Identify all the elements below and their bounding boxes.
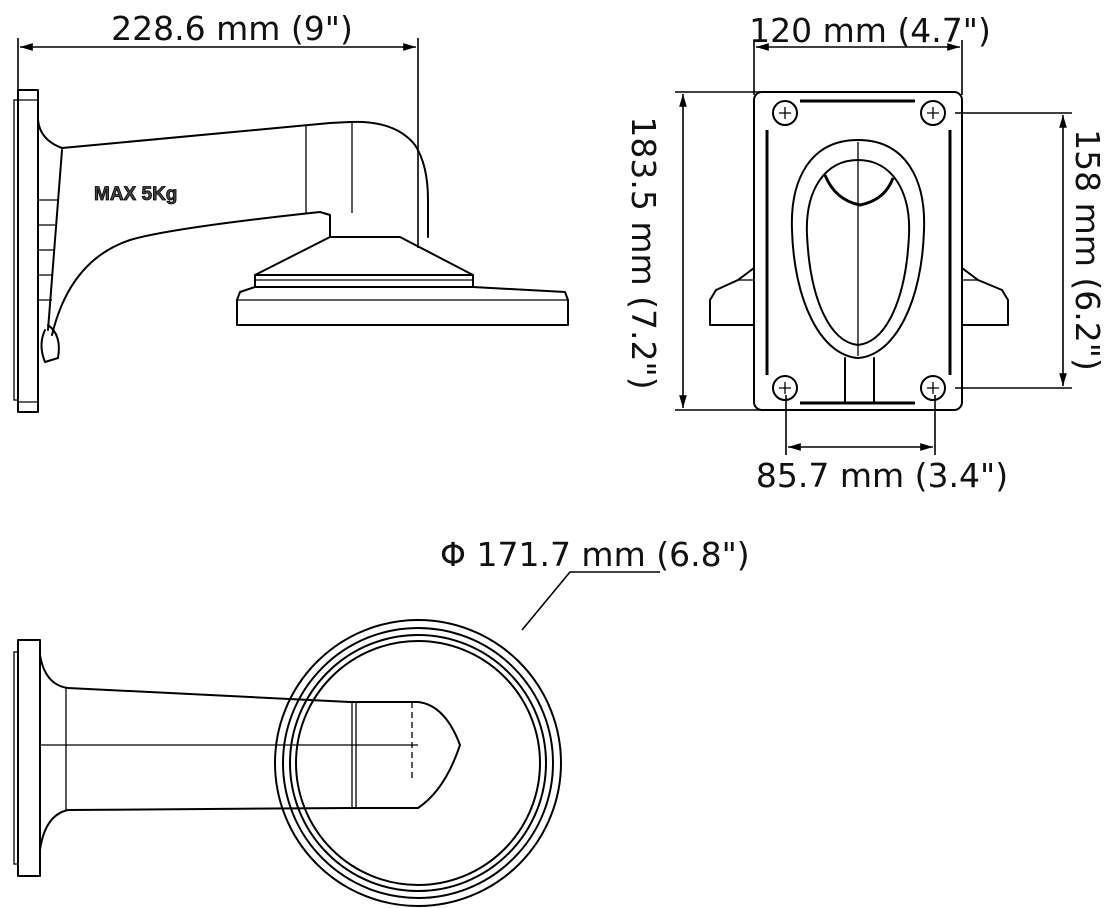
side-width-label: 228.6 mm (9"): [111, 9, 353, 48]
side-view: 228.6 mm (9") MAX 5Kg: [13, 9, 569, 413]
hole-horizontal-label: 85.7 mm (3.4"): [756, 456, 1008, 495]
arm-top: [37, 119, 429, 238]
mounting-plate: [753, 91, 963, 411]
wall-plate-top: [17, 639, 41, 877]
front-height-label: 183.5 mm (7.2"): [624, 116, 663, 389]
base-cone: [254, 236, 474, 276]
screw-hole-icon: [772, 100, 946, 401]
top-view: Φ 171.7 mm (6.8"): [13, 535, 750, 907]
front-view: 120 mm (4.7") 183.5 mm (7.2") 158 mm (6.…: [624, 11, 1107, 495]
arm-outline: [790, 139, 926, 359]
base-circle: [274, 619, 562, 907]
load-marking: MAX 5Kg: [94, 184, 177, 205]
front-width-label: 120 mm (4.7"): [749, 11, 991, 50]
hole-vertical-label: 158 mm (6.2"): [1068, 129, 1107, 371]
diameter-label: Φ 171.7 mm (6.8"): [440, 535, 750, 574]
base-plate: [236, 286, 569, 326]
wall-plate: [17, 89, 39, 413]
arm-top-view: [39, 654, 461, 851]
arm-bottom: [47, 149, 331, 336]
diameter-leader: [521, 571, 660, 631]
